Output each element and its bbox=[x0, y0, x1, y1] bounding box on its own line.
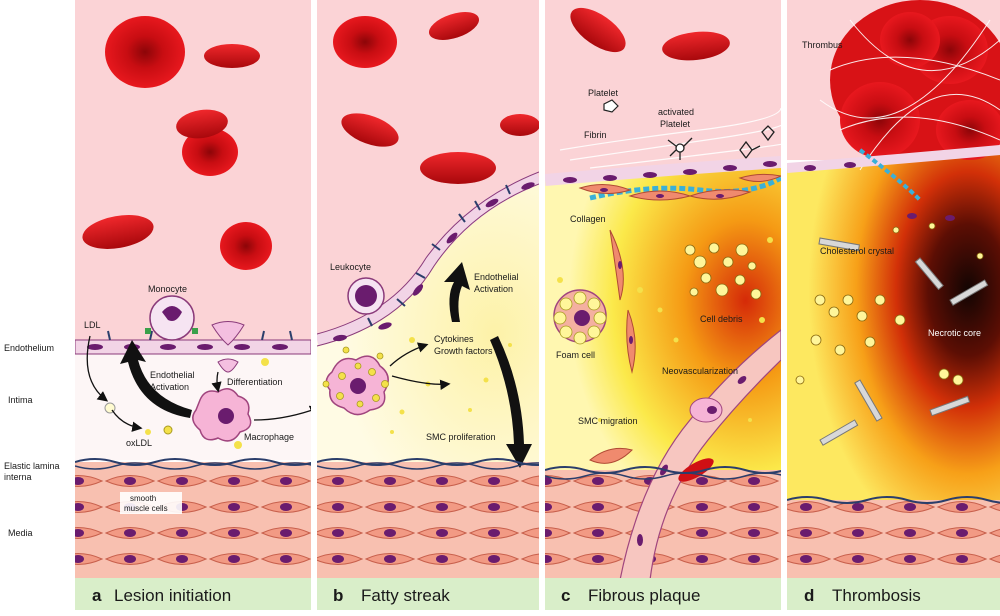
label-smooth-muscle: smooth bbox=[130, 494, 156, 503]
layer-labels: Endothelium Intima Elastic lamina intern… bbox=[4, 343, 60, 538]
label-endothelial-activation-b: Endothelial bbox=[474, 272, 519, 282]
label-cytokines: Cytokines bbox=[434, 334, 474, 344]
label-activated-platelet-2: Platelet bbox=[660, 119, 691, 129]
activated-platelet-icon bbox=[667, 137, 693, 160]
label-thrombus: Thrombus bbox=[802, 40, 843, 50]
smc-proliferation-arrow bbox=[490, 336, 532, 468]
label-cell-debris: Cell debris bbox=[700, 314, 743, 324]
label-monocyte: Monocyte bbox=[148, 284, 187, 294]
label-collagen: Collagen bbox=[570, 214, 606, 224]
panel-b-labels: Leukocyte Endothelial Activation Cytokin… bbox=[330, 262, 519, 442]
panel-a-labels: LDL Monocyte Endothelial Activation Diff… bbox=[84, 284, 294, 513]
caption-bars bbox=[75, 578, 1000, 610]
label-foam-cell: Foam cell bbox=[556, 350, 595, 360]
label-platelet: Platelet bbox=[588, 88, 619, 98]
label-cholesterol-crystal: Cholesterol crystal bbox=[820, 246, 894, 256]
panel-c bbox=[545, 0, 781, 581]
neovascular-vessel bbox=[619, 329, 781, 581]
label-media: Media bbox=[8, 528, 33, 538]
label-elastic-lamina-2: interna bbox=[4, 472, 32, 482]
platelet-icon bbox=[603, 99, 619, 113]
collagen-fibers bbox=[589, 175, 781, 201]
label-endothelial-activation-a: Endothelial bbox=[150, 370, 195, 380]
label-growth-factors: Growth factors bbox=[434, 346, 493, 356]
panel-a bbox=[75, 0, 311, 578]
panel-c-labels: Platelet Fibrin activated Platelet Colla… bbox=[556, 88, 743, 426]
label-smooth-muscle-2: muscle cells bbox=[124, 504, 168, 513]
caption-letter-d: d bbox=[804, 586, 814, 605]
panel-d bbox=[787, 0, 1000, 578]
cell-debris bbox=[684, 242, 762, 300]
label-endothelium: Endothelium bbox=[4, 343, 54, 353]
red-blood-cells-b bbox=[333, 12, 539, 184]
cholesterol-crystals bbox=[818, 237, 989, 446]
caption-letter-b: b bbox=[333, 586, 343, 605]
label-oxldl: oxLDL bbox=[126, 438, 152, 448]
thrombus-mass bbox=[819, 0, 1000, 171]
label-macrophage: Macrophage bbox=[244, 432, 294, 442]
panel-d-labels: Thrombus Cholesterol crystal Necrotic co… bbox=[802, 40, 981, 338]
label-endothelial-activation-b-2: Activation bbox=[474, 284, 513, 294]
label-intima: Intima bbox=[8, 395, 33, 405]
endothelial-activation-arrow-a bbox=[120, 340, 192, 418]
red-blood-cells bbox=[82, 16, 272, 270]
caption-title-d: Thrombosis bbox=[832, 586, 921, 605]
label-endothelial-activation-a-2: Activation bbox=[150, 382, 189, 392]
leukocyte-cell bbox=[347, 277, 385, 315]
panel-captions: a Lesion initiation b Fatty streak c Fib… bbox=[92, 586, 921, 605]
label-differentiation: Differentiation bbox=[227, 377, 282, 387]
macrophage-cell bbox=[192, 388, 252, 442]
label-leukocyte: Leukocyte bbox=[330, 262, 371, 272]
red-blood-cells-c bbox=[570, 7, 730, 61]
caption-title-a: Lesion initiation bbox=[114, 586, 231, 605]
label-necrotic-core: Necrotic core bbox=[928, 328, 981, 338]
macrophage-lipid-cell bbox=[322, 346, 389, 416]
endothelial-activation-arrow-b bbox=[444, 262, 470, 322]
label-fibrin: Fibrin bbox=[584, 130, 607, 140]
caption-title-c: Fibrous plaque bbox=[588, 586, 700, 605]
caption-letter-a: a bbox=[92, 586, 102, 605]
label-elastic-lamina: Elastic lamina bbox=[4, 461, 60, 471]
foam-cell bbox=[553, 289, 607, 345]
caption-title-b: Fatty streak bbox=[361, 586, 450, 605]
panel-b bbox=[317, 0, 539, 578]
label-smc-migration: SMC migration bbox=[578, 416, 638, 426]
label-neovascularization: Neovascularization bbox=[662, 366, 738, 376]
label-smc-proliferation: SMC proliferation bbox=[426, 432, 496, 442]
label-ldl: LDL bbox=[84, 320, 101, 330]
label-activated-platelet: activated bbox=[658, 107, 694, 117]
caption-letter-c: c bbox=[561, 586, 570, 605]
